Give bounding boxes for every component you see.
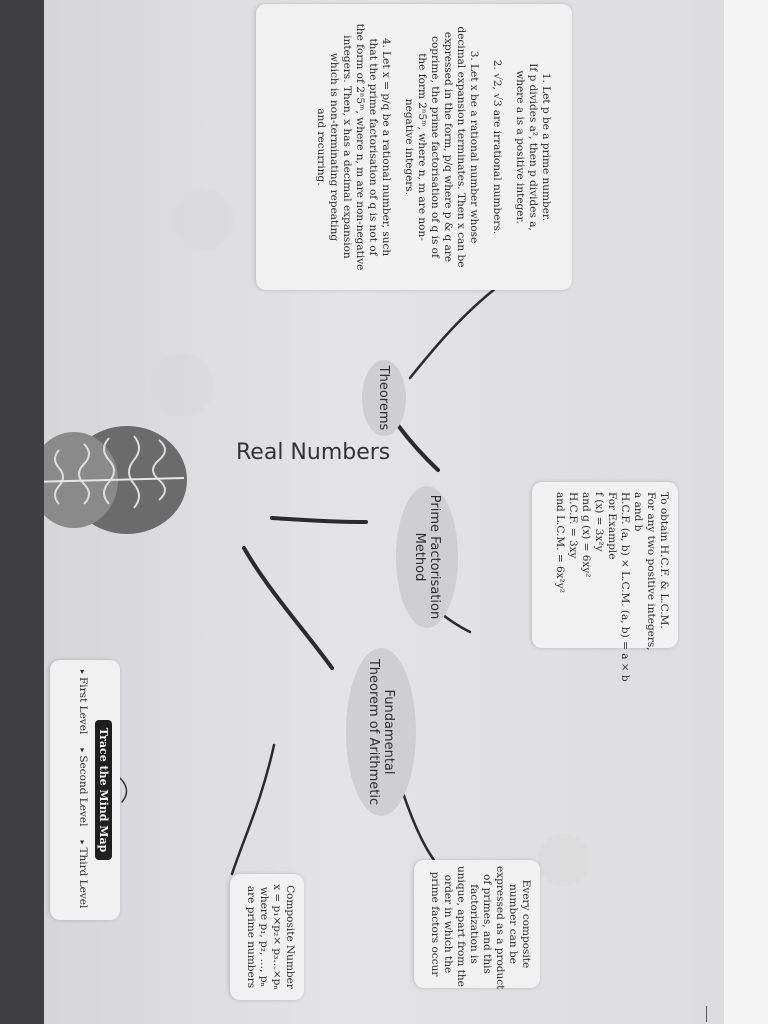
hcf-lcm-line: H.C.F. (a, b) × L.C.M. (a, b) = a × b [619, 492, 631, 682]
branch-prime-factorisation: Prime Factorisation Method [396, 486, 458, 628]
level-third-label: Third Level [77, 847, 89, 909]
composite-number-line: are prime numbers [245, 885, 257, 989]
theorem-line: decimal expansion terminates. Then x can… [455, 26, 467, 268]
theorem-line: 1. Let p be a prime number. [540, 72, 552, 222]
theorem-line: 3. Let x be a rational number whose [468, 50, 480, 244]
mind-map-title: Real Numbers [236, 440, 391, 465]
branch-fundamental-theorem-line-1: Fundamental [381, 689, 396, 775]
hcf-lcm-line: and L.C.M. = 6x²y² [554, 492, 566, 593]
branch-fundamental-theorem: Fundamental Theorem of Arithmetic [346, 648, 416, 816]
hcf-lcm-line: To obtain H.C.F. & L.C.M. [658, 492, 670, 629]
theorem-item: 4. Let x = p/q be a rational number, suc… [314, 20, 392, 274]
theorems-card: 1. Let p be a prime number.If p divides … [256, 4, 572, 290]
unique-factorisation-line: number can be [507, 884, 519, 964]
hcf-lcm-line: For any two positive integers, [645, 492, 657, 651]
level-third: ▸ Third Level [76, 840, 89, 908]
branch-line-prime-factorisation [270, 516, 368, 524]
hcf-lcm-line: f (x) = 3x²y [593, 492, 605, 552]
level-first: ▸ First Level [76, 670, 89, 734]
hcf-lcm-line: and g (x) = 6xy² [580, 492, 592, 578]
mind-map-sheet: Real Numbers Theorems Prime Factorisatio… [44, 0, 724, 1024]
theorem-line: the form of 2ⁿ5ᵐ, where n, m are non-neg… [354, 23, 366, 271]
theorem-line: that the prime factorisation of q is not… [367, 38, 379, 256]
edge-mark [706, 1006, 707, 1022]
theorem-item: 1. Let p be a prime number.If p divides … [513, 20, 552, 274]
branch-fundamental-theorem-line-2: Theorem of Arithmetic [366, 658, 381, 806]
hcf-lcm-line: a and b [632, 492, 644, 532]
bullet-icon: ▸ [78, 840, 87, 845]
trace-mind-map-title: Trace the Mind Map [95, 719, 112, 861]
branch-theorems: Theorems [362, 360, 406, 436]
theorem-line: 2. √2, √3 are irrational numbers. [491, 59, 503, 235]
unique-factorisation-line: of primes, and this [481, 874, 493, 974]
theorem-line: If p divides a², then p divides a, [527, 63, 539, 231]
unique-factorisation-line: order in which the [442, 874, 454, 974]
trace-mind-map-box: Trace the Mind Map ▸ First Level ▸ Second … [50, 660, 120, 920]
hcf-lcm-line: H.C.F. = 3xy [567, 492, 579, 559]
theorem-line: where a is a positive integer. [514, 70, 526, 224]
branch-theorems-label: Theorems [376, 365, 392, 431]
level-second: ▸ Second Level [76, 748, 89, 826]
composite-number-line: where p₁, p₂, …, pₙ [258, 886, 270, 988]
branch-prime-factorisation-line-2: Method [412, 532, 427, 582]
level-first-label: First Level [77, 677, 89, 735]
level-legend: ▸ First Level ▸ Second Level ▸ Third Level [76, 670, 89, 910]
unique-factorisation-line: unique, apart from the [455, 866, 467, 987]
unique-factorisation-line: prime factors occur [429, 871, 441, 977]
theorem-line: negative integers. [403, 98, 415, 196]
theorem-line: the form 2ⁿ5ᵐ, where n, m are non- [416, 53, 428, 241]
bullet-icon: ▸ [78, 670, 87, 675]
theorem-line: which is non-terminating repeating [328, 52, 340, 242]
theorem-line: and recurring. [315, 108, 327, 186]
unique-factorisation-line: Every composite [520, 879, 532, 969]
theorem-line: expressed in the form, p/q where p & q a… [442, 31, 454, 263]
branch-line-formula-card [230, 743, 276, 876]
theorem-line: integers. Then, x has a decimal expansio… [341, 35, 353, 259]
hcf-lcm-card: To obtain H.C.F. & L.C.M.For any two pos… [532, 482, 678, 682]
unique-factorisation-line: expressed as a product [494, 866, 506, 990]
branch-prime-factorisation-line-1: Prime Factorisation [427, 494, 442, 620]
composite-number-line: Composite Number [284, 885, 296, 989]
composite-number-line: x = p₁×p₂× p₃…×pₙ [271, 884, 283, 990]
theorem-item: 2. √2, √3 are irrational numbers. [490, 20, 503, 274]
bullet-icon: ▸ [78, 748, 87, 753]
hcf-lcm-line: For Example [606, 492, 618, 560]
brain-icon [44, 426, 187, 534]
unique-factorisation-line: factorization is [468, 884, 480, 964]
level-second-label: Second Level [77, 755, 89, 827]
hcf-lcm-lines: To obtain H.C.F. & L.C.M.For any two pos… [553, 492, 670, 682]
theorems-list: 1. Let p be a prime number.If p divides … [314, 20, 552, 274]
branch-line-fundamental-theorem [242, 546, 334, 670]
theorem-line: coprime, the prime factorisation of q is… [429, 36, 441, 258]
theorem-line: 4. Let x = p/q be a rational number, suc… [380, 37, 392, 257]
branch-line-theorems-card [408, 286, 498, 380]
page-edge [724, 0, 768, 1024]
